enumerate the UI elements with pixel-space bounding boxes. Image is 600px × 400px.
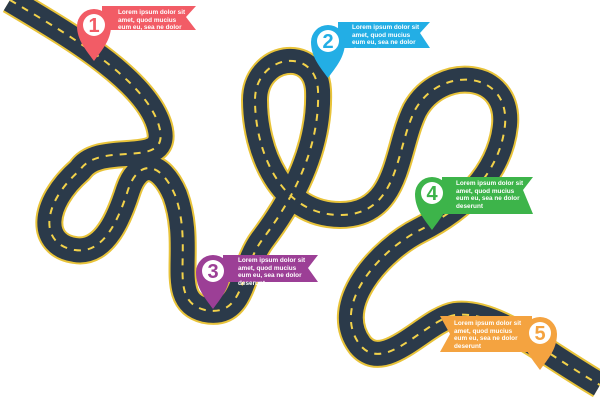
road-center-dashes — [9, 0, 600, 386]
milestone-2-text: Lorem ipsum dolor sit amet, quod mucius … — [352, 24, 420, 54]
milestone-4-flag — [442, 177, 533, 214]
milestone-1-text: Lorem ipsum dolor sit amet, quod mucius … — [118, 9, 186, 39]
milestone-1: 1 — [77, 6, 196, 61]
milestone-2: 2 — [311, 22, 430, 78]
milestone-2-flag — [338, 22, 430, 48]
milestone-5-text: Lorem ipsum dolor sit amet, quod mucius … — [454, 320, 522, 350]
milestone-5-number: 5 — [534, 323, 545, 345]
milestone-3: 3 — [196, 255, 318, 309]
milestone-3-text: Lorem ipsum dolor sit amet, quod mucius … — [238, 257, 306, 287]
milestone-5-flag — [440, 316, 532, 352]
milestone-3-badge — [202, 260, 224, 282]
milestone-4-number: 4 — [426, 183, 438, 205]
milestone-1-badge — [83, 14, 105, 36]
milestone-1-flag — [102, 6, 196, 30]
milestone-5-badge — [529, 322, 551, 344]
milestone-3-number: 3 — [207, 261, 218, 283]
milestone-4-badge — [421, 182, 443, 204]
milestone-5: 5 — [440, 316, 557, 370]
milestone-1-number: 1 — [88, 15, 99, 37]
milestone-4-text: Lorem ipsum dolor sit amet, quod mucius … — [456, 180, 524, 210]
milestone-2-badge — [317, 30, 339, 52]
milestone-2-number: 2 — [322, 31, 333, 53]
milestone-4: 4 — [415, 177, 533, 230]
milestone-3-flag — [223, 255, 318, 282]
